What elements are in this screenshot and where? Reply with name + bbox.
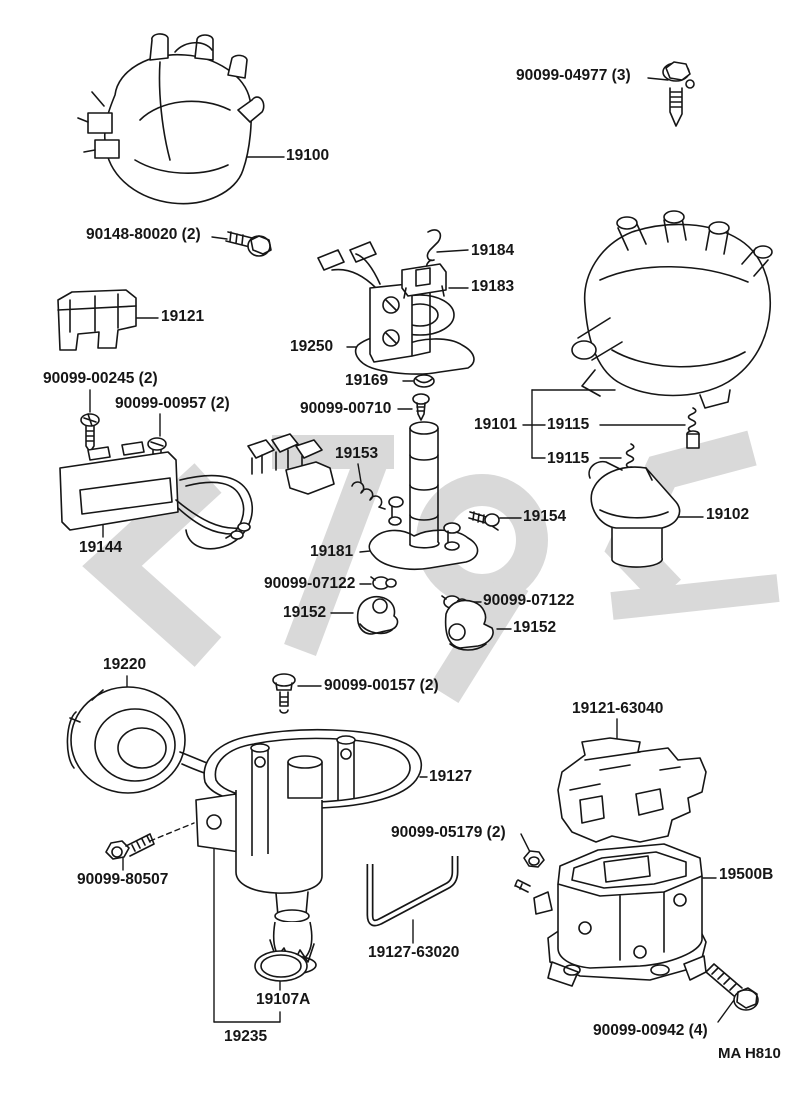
bolt-icon-80020 [225, 231, 272, 257]
part-label-19153: 19153 [335, 445, 379, 462]
screw-icon-00710 [412, 393, 430, 421]
part-label-90099-07122-left: 90099-07122 [264, 575, 356, 592]
part-label-19154: 19154 [523, 508, 567, 525]
governor-shaft-19181-drawing [368, 421, 479, 571]
part-label-19115-lower: 19115 [547, 450, 590, 467]
housing-19127-assembly-drawing [195, 728, 423, 975]
bolt-icon-80507 [105, 833, 155, 860]
distributor-cap-19101-drawing [571, 210, 773, 409]
part-label-19102: 19102 [706, 506, 750, 523]
part-label-19183: 19183 [471, 278, 515, 295]
part-label-90099-00710: 90099-00710 [300, 400, 392, 417]
spring-icon-19153 [351, 481, 386, 510]
spring-carbon-icon-19115-upper [686, 407, 700, 449]
o-ring-19107A-icon [254, 950, 308, 982]
leader-lines [89, 77, 735, 1023]
part-label-19107A: 19107A [256, 991, 311, 1008]
coil-case-19500B-drawing [514, 843, 707, 987]
part-label-90099-00957: 90099-00957 (2) [115, 395, 230, 412]
page-code: MA H810 [718, 1045, 781, 1062]
part-label-19152-left: 19152 [283, 604, 327, 621]
rotor-19102-drawing [588, 460, 681, 568]
clamp-63020-drawing [366, 856, 459, 927]
part-label-90099-00157: 90099-00157 (2) [324, 677, 439, 694]
holder-19183-drawing [401, 263, 447, 299]
part-label-90099-07122-right: 90099-07122 [483, 592, 575, 609]
washer-19169-icon [413, 374, 435, 388]
part-label-19144: 19144 [79, 539, 123, 556]
part-label-19115-upper: 19115 [547, 416, 590, 433]
vendor-watermark-logo [82, 430, 780, 704]
screw-icon-19154 [468, 511, 500, 531]
dust-cover-63040-drawing [557, 737, 707, 843]
cam-19152-right-drawing [444, 599, 494, 651]
igniter-19144-drawing [59, 433, 335, 550]
part-label-90099-05179: 90099-05179 (2) [391, 824, 506, 841]
part-label-19181: 19181 [310, 543, 354, 560]
bolt-icon-00157 [272, 673, 296, 714]
part-label-19127-63020: 19127-63020 [368, 944, 460, 961]
clip-icon-07122-left [370, 576, 397, 590]
part-label-19220: 19220 [103, 656, 147, 673]
signal-generator-19250-drawing [317, 241, 475, 375]
part-label-19121-63040: 19121-63040 [572, 700, 664, 717]
part-label-19235: 19235 [224, 1028, 268, 1045]
part-label-19250: 19250 [290, 338, 334, 355]
part-label-90099-04977: 90099-04977 (3) [516, 67, 631, 84]
part-label-19500B: 19500B [719, 866, 774, 883]
nut-icon-05179 [523, 850, 545, 868]
part-label-19169: 19169 [345, 372, 389, 389]
distributor-assembly-drawing [77, 33, 265, 205]
part-label-90148-80020: 90148-80020 (2) [86, 226, 201, 243]
part-label-19152-right: 19152 [513, 619, 557, 636]
part-label-19101: 19101 [474, 416, 518, 433]
part-label-19121: 19121 [161, 308, 205, 325]
cover-19121-drawing [57, 289, 137, 351]
part-label-19127: 19127 [429, 768, 473, 785]
part-label-19100: 19100 [286, 147, 330, 164]
bolt-icon-04977 [662, 61, 695, 127]
bolt-icon-00942 [705, 963, 759, 1011]
part-label-90099-00245: 90099-00245 (2) [43, 370, 158, 387]
cam-19152-left-drawing [356, 596, 399, 635]
part-label-90099-80507: 90099-80507 [77, 871, 169, 888]
part-label-19184: 19184 [471, 242, 515, 259]
part-label-90099-00942: 90099-00942 (4) [593, 1022, 708, 1039]
screw-icon-00245 [80, 413, 100, 453]
